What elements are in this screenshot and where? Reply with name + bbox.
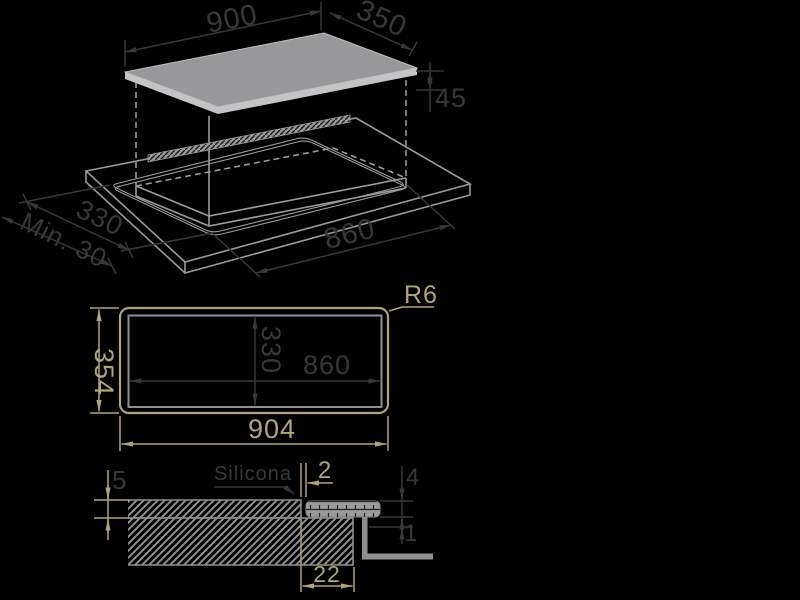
extension-tick [124,241,134,259]
dim-904: 904 [248,414,296,444]
cutout-inner-wall [114,140,406,236]
dimension-line-860 [255,224,452,274]
dimension-line-350 [329,12,413,51]
cutout-rect-outer [118,306,390,415]
chassis-bottom-rim [135,177,407,217]
dim-r6: R6 [404,281,438,309]
extension-tick [22,193,32,211]
worktop-top-layer [128,500,301,518]
chassis-bottom-lower-rim [135,178,407,227]
slab-thickness-edges [85,171,471,274]
cutout-outline [113,137,404,233]
extension-line [406,184,456,230]
chassis-box [135,70,407,227]
worktop-lower-block [128,518,353,565]
extension-line [120,232,213,252]
dim-5: 5 [112,465,127,495]
plan-dimensions: 354 904 330 860 R6 [89,281,438,451]
dimension-line-900 [124,10,322,53]
dim-354: 354 [89,348,119,396]
worktop-lower-block-outline [128,517,354,566]
iso-view: 900 350 45 860 330 [1,0,473,278]
glass-top-face [123,32,419,108]
dim-1: 1 [404,520,418,547]
dim-900: 900 [204,0,261,40]
section-dimensions: 5 Silicona 2 4 1 22 [94,457,420,592]
clamp-profile [362,517,433,560]
dim-22: 22 [313,561,341,587]
dim-4: 4 [406,464,420,491]
plan-view: 354 904 330 860 R6 [89,281,438,451]
vent-grille-hatch [147,114,351,163]
chassis-hidden-bottom [135,147,407,187]
dim-860-plan: 860 [303,350,351,380]
glass-section-hatch [306,501,380,517]
hob-body-rect [127,314,383,408]
dim-350: 350 [352,0,412,44]
glass-bevel [125,68,417,114]
worktop-slab [84,117,473,274]
dimension-line-min30 [1,216,113,267]
dim-2: 2 [318,457,332,484]
extension-line [211,232,261,278]
extension-tick [107,257,117,275]
extension-tick [408,41,418,57]
worktop-section [128,499,354,566]
dim-45: 45 [435,83,467,113]
dim-860: 860 [321,213,379,256]
sealant-label: Silicona [214,463,292,485]
r6-leader-line [388,306,434,312]
sealant-leader-line [214,484,295,495]
section-view: 5 Silicona 2 4 1 22 [94,457,433,592]
dim-330-plan: 330 [256,326,286,374]
extension-line [18,184,111,204]
cooktop-glass [123,32,419,114]
